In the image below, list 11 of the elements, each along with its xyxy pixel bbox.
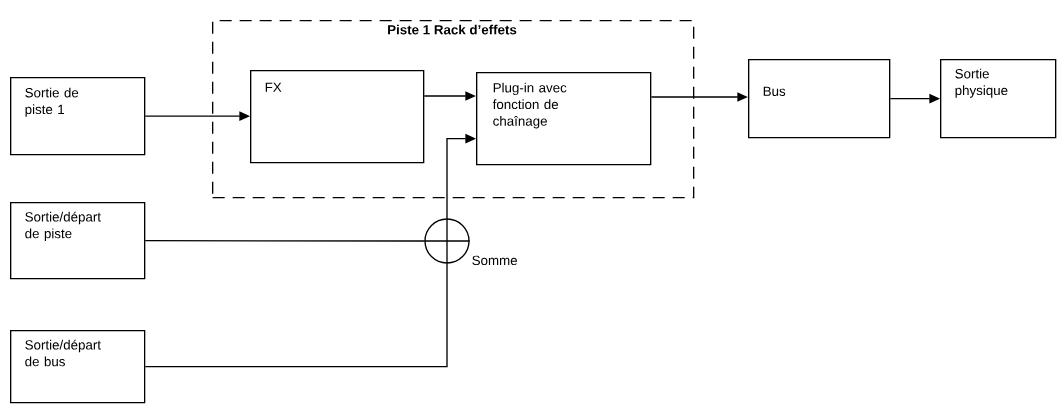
group-title: Piste 1 Rack d’effets [388,24,517,35]
process-box: Plug-in avec fonction de chaînage [476,72,652,166]
summing-junction [423,217,471,265]
process-box: Sortie physique [940,59,1057,139]
process-box: Sortie/départ de piste [10,202,146,280]
process-box: Sortie de piste 1 [10,77,146,156]
junction-label: Somme [472,255,517,266]
group-frame [212,20,695,199]
process-box: FX [250,70,425,164]
process-box: Bus [748,59,891,139]
process-box: Sortie/départ de bus [10,330,146,404]
